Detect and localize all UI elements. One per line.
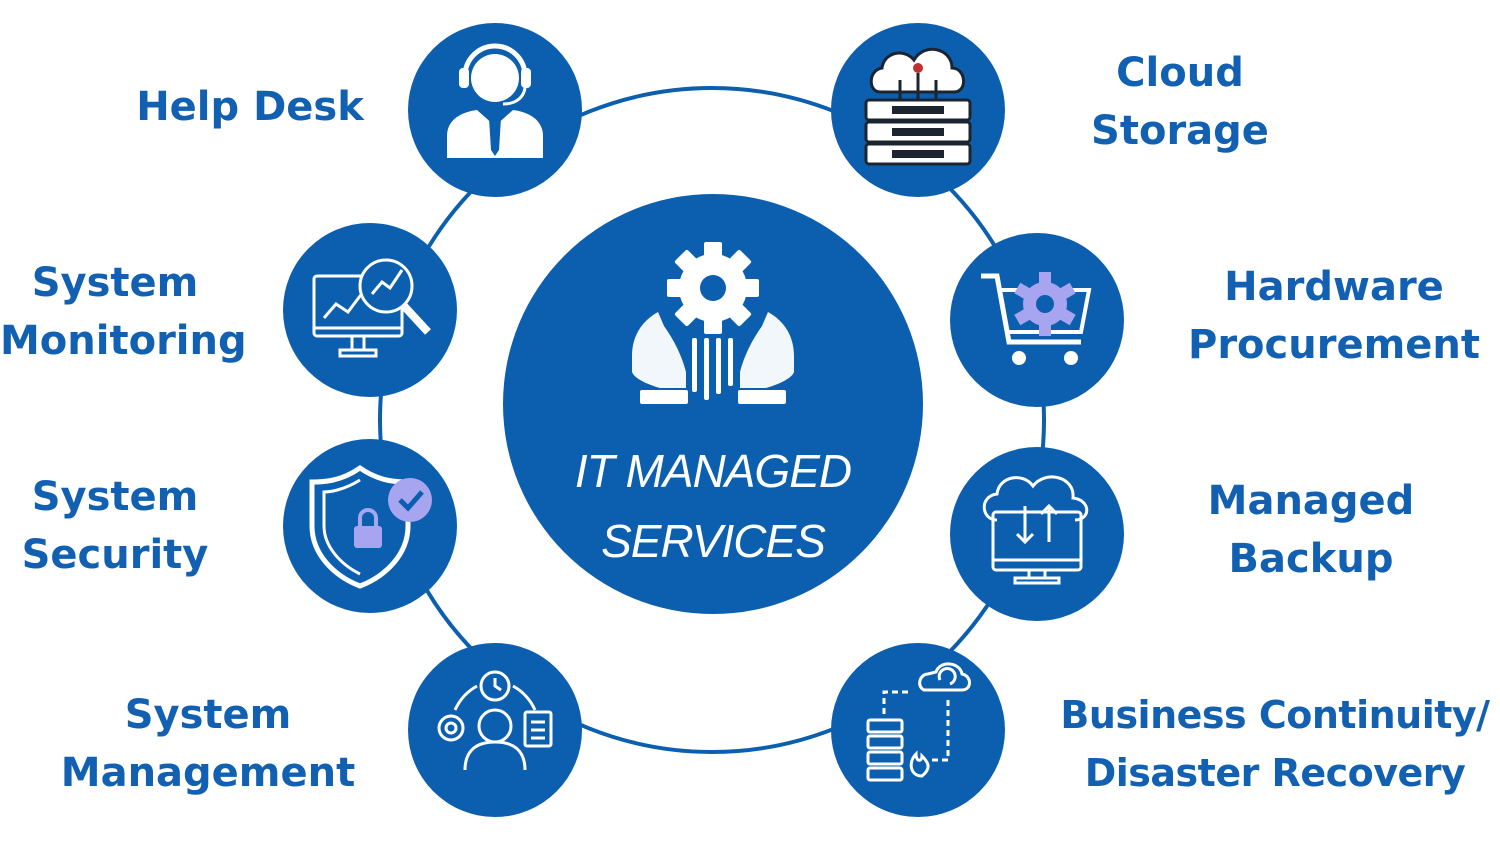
label-managed-backup: Managed Backup bbox=[1176, 472, 1446, 588]
label-hardware-procurement-line1: Hardware bbox=[1224, 264, 1444, 310]
label-business-continuity-line1: Business Continuity/ bbox=[1060, 693, 1490, 737]
server-fire-cloud-icon bbox=[866, 662, 971, 782]
cloud-server-icon bbox=[864, 47, 972, 166]
headset-agent-icon bbox=[447, 43, 543, 158]
label-system-management-line2: Management bbox=[60, 750, 356, 796]
label-managed-backup-line2: Backup bbox=[1228, 536, 1394, 582]
node-system-monitoring bbox=[283, 223, 457, 397]
shield-lock-icon bbox=[309, 464, 432, 589]
label-help-desk-line1: Help Desk bbox=[136, 84, 364, 130]
label-cloud-storage: Cloud Storage bbox=[1060, 44, 1300, 160]
cart-gear-icon bbox=[981, 272, 1092, 365]
label-cloud-storage-line1: Cloud bbox=[1116, 50, 1244, 96]
label-help-desk: Help Desk bbox=[120, 78, 380, 136]
label-system-monitoring-line2: Monitoring bbox=[0, 318, 247, 364]
connector-ring bbox=[378, 86, 1046, 754]
label-system-security-line1: System bbox=[31, 474, 199, 520]
node-help-desk bbox=[408, 23, 582, 197]
label-system-security-line2: Security bbox=[21, 532, 209, 578]
cloud-sync-monitor-icon bbox=[982, 475, 1089, 585]
center-title-line1: IT MANAGED bbox=[574, 445, 852, 497]
label-hardware-procurement: Hardware Procurement bbox=[1184, 258, 1484, 374]
label-managed-backup-line1: Managed bbox=[1207, 478, 1415, 524]
center-circle bbox=[503, 194, 923, 614]
label-business-continuity: Business Continuity/ Disaster Recovery bbox=[1050, 686, 1500, 802]
gear-in-hands-icon bbox=[632, 242, 794, 404]
label-system-monitoring-line1: System bbox=[31, 260, 199, 306]
label-system-management: System Management bbox=[58, 686, 358, 802]
label-system-monitoring: System Monitoring bbox=[0, 254, 247, 370]
label-system-security: System Security bbox=[0, 468, 230, 584]
node-managed-backup bbox=[950, 447, 1124, 621]
label-business-continuity-line2: Disaster Recovery bbox=[1084, 751, 1466, 795]
monitor-analytics-icon bbox=[312, 258, 431, 358]
center-title-line2: SERVICES bbox=[601, 515, 826, 567]
label-system-management-line1: System bbox=[124, 692, 292, 738]
center-title: IT MANAGED SERVICES bbox=[513, 436, 913, 576]
node-business-continuity bbox=[831, 643, 1005, 817]
node-system-management bbox=[408, 643, 582, 817]
user-gear-clipboard-icon bbox=[437, 670, 553, 771]
label-cloud-storage-line2: Storage bbox=[1091, 108, 1269, 154]
label-hardware-procurement-line2: Procurement bbox=[1188, 322, 1480, 368]
